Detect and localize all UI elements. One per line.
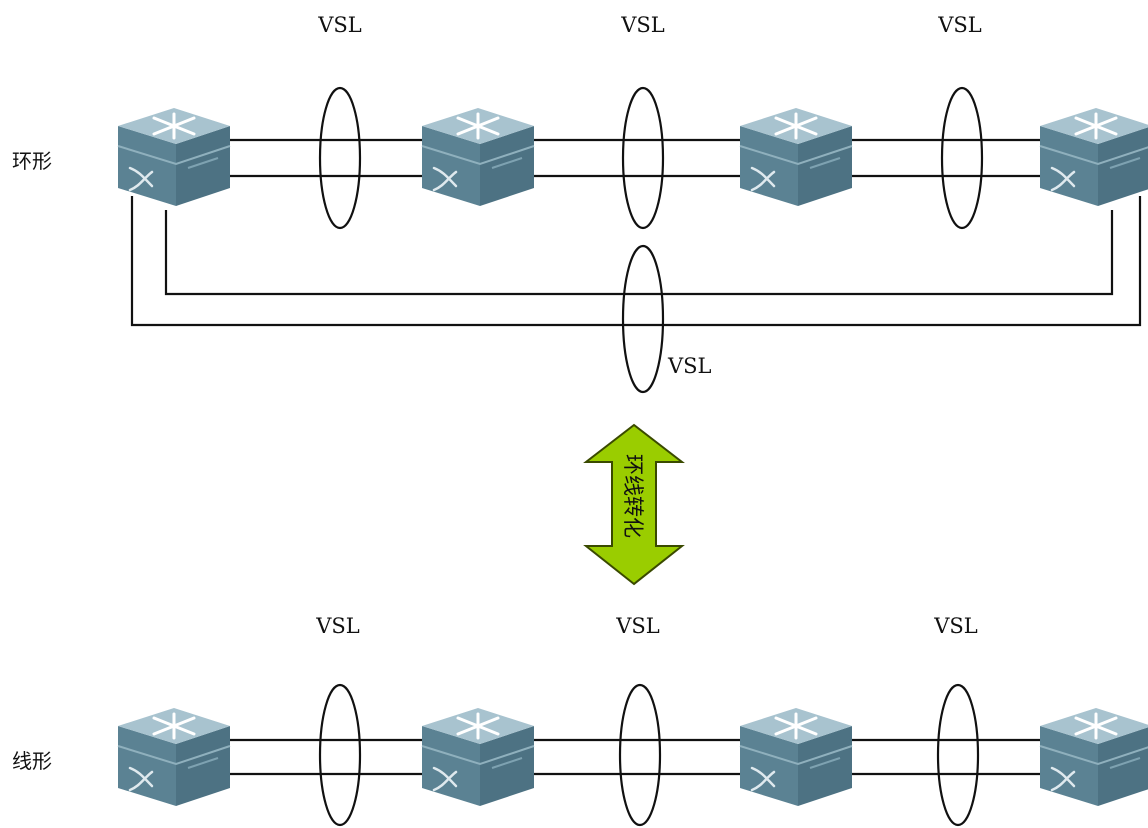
ring-switch-2 xyxy=(420,106,536,208)
line-topology-label: 线形 xyxy=(12,749,52,773)
line-vsl-bundle-2 xyxy=(618,683,662,827)
line-vsl-bundle-1 xyxy=(318,683,362,827)
line-switch-1 xyxy=(116,706,232,808)
ring-switch-3 xyxy=(738,106,854,208)
line-vsl-label-2: VSL xyxy=(615,614,660,638)
ring-vsl-label-1: VSL xyxy=(317,13,362,37)
ring-switch-4 xyxy=(1038,106,1148,208)
line-vsl-label-3: VSL xyxy=(933,614,978,638)
ring-links xyxy=(130,138,1142,327)
line-links xyxy=(228,738,1046,776)
line-switch-4 xyxy=(1038,706,1148,808)
line-switch-2 xyxy=(420,706,536,808)
line-vsl-bundle-3 xyxy=(936,683,980,827)
ring-vsl-bundle-3 xyxy=(940,86,984,230)
conversion-arrow-icon: 环线转化 xyxy=(583,423,685,586)
ring-switch-1 xyxy=(116,106,232,208)
ring-vsl-label-3: VSL xyxy=(937,13,982,37)
ring-vsl-label-2: VSL xyxy=(620,13,665,37)
conversion-arrow-label: 环线转化 xyxy=(621,454,645,538)
ring-vsl-bundle-4 xyxy=(621,244,665,394)
ring-vsl-bundle-1 xyxy=(318,86,362,230)
line-switch-3 xyxy=(738,706,854,808)
ring-vsl-bundle-2 xyxy=(621,86,665,230)
ring-topology-label: 环形 xyxy=(12,149,52,173)
line-vsl-label-1: VSL xyxy=(315,614,360,638)
ring-vsl-label-4: VSL xyxy=(667,354,712,378)
